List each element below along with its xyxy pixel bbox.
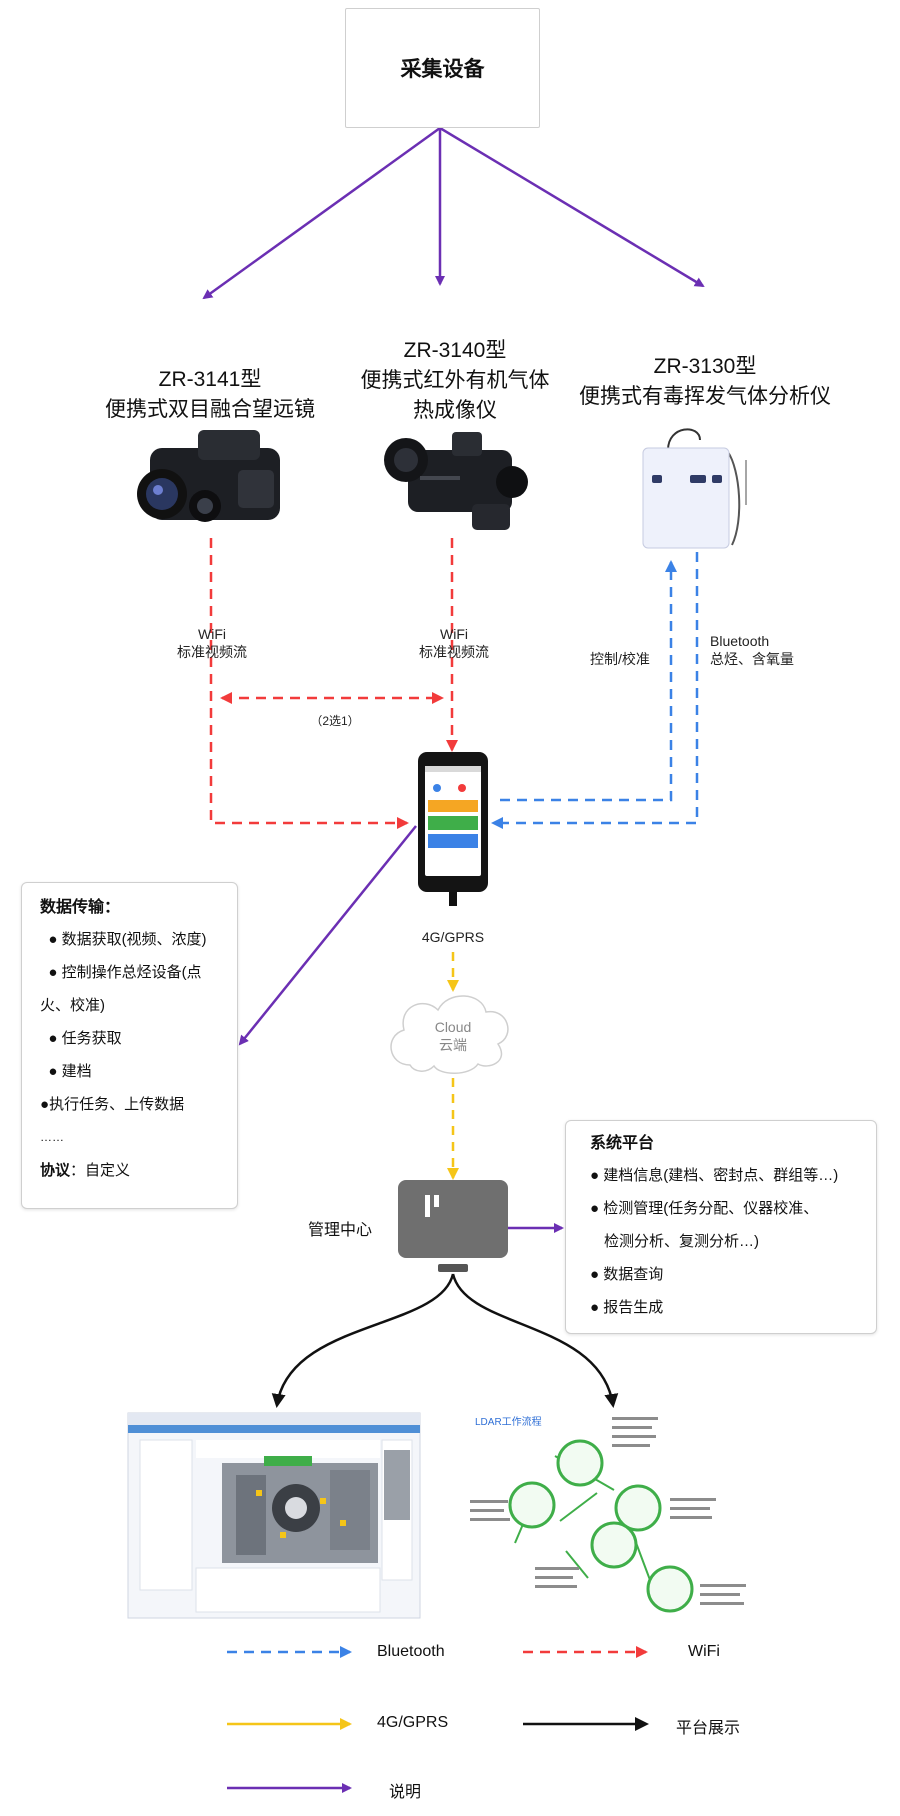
control-label: 控制/校准: [590, 651, 650, 667]
device-model-thermal: ZR-3140型: [403, 339, 507, 362]
wifi-links: [209, 538, 458, 829]
legend-note-label: 说明: [389, 1784, 422, 1801]
platform-title: 系统平台: [590, 1135, 655, 1152]
device-name-thermal-line2: 热成像仪: [413, 399, 497, 422]
platform-item-1: ● 建档信息(建档、密封点、群组等…): [590, 1167, 839, 1184]
ldar-workflow-diagram: [470, 1417, 746, 1613]
workflow-title: LDAR工作流程: [475, 1417, 542, 1428]
device-model-analyzer: ZR-3130型: [653, 355, 757, 378]
data-item-1: ● 数据获取(视频、浓度): [40, 931, 207, 948]
platform-screenshot: [127, 1412, 421, 1619]
data-item-2-cont: 火、校准): [40, 997, 105, 1014]
cloud-label-line1: Cloud: [434, 1019, 472, 1035]
platform-item-2: ● 检测管理(任务分配、仪器校准、: [590, 1200, 819, 1217]
network-label: 4G/GPRS: [421, 929, 485, 945]
thermal-imager-icon: [384, 432, 528, 530]
choose-one-label: （2选1）: [310, 714, 360, 728]
device-model-binocular: ZR-3141型: [158, 368, 262, 391]
binocular-device-icon: [137, 430, 280, 522]
center-label: 管理中心: [308, 1222, 373, 1239]
data-protocol: 协议：自定义: [40, 1162, 131, 1179]
device-name-binocular: 便携式双目融合望远镜: [105, 398, 315, 421]
system-platform-box: 系统平台 ● 建档信息(建档、密封点、群组等…) ● 检测管理(任务分配、仪器校…: [565, 1120, 877, 1334]
device-title-analyzer: ZR-3130型 便携式有毒挥发气体分析仪: [555, 352, 855, 412]
cloud-label-line2: 云端: [439, 1037, 467, 1053]
platform-item-2-cont: 检测分析、复测分析…): [604, 1233, 759, 1250]
monitor-icon: [398, 1180, 508, 1272]
device-name-thermal-line1: 便携式红外有机气体: [360, 369, 550, 392]
device-name-analyzer: 便携式有毒挥发气体分析仪: [579, 385, 831, 408]
data-item-2: ● 控制操作总烃设备(点: [40, 964, 202, 981]
wifi-right-line2: 标准视频流: [419, 644, 489, 660]
source-arrows: [202, 126, 705, 300]
source-box: 采集设备: [345, 8, 540, 128]
mobile-terminal: [418, 752, 488, 906]
wifi-left-line1: WiFi: [198, 626, 226, 642]
data-item-4: ● 建档: [40, 1063, 92, 1080]
platform-item-3: ● 数据查询: [590, 1266, 664, 1283]
legend-platform-label: 平台展示: [676, 1720, 741, 1737]
data-item-3: ● 任务获取: [40, 1030, 122, 1047]
data-transfer-box: 数据传输： ● 数据获取(视频、浓度) ● 控制操作总烃设备(点 火、校准) ●…: [21, 882, 238, 1209]
phone-note-arrow: [238, 825, 417, 1046]
wifi-label-right: WiFi 标准视频流: [394, 625, 514, 661]
wifi-right-line1: WiFi: [440, 626, 468, 642]
bluetooth-label: Bluetooth 总烃、含氧量: [710, 632, 820, 668]
data-item-5: ●执行任务、上传数据: [40, 1096, 185, 1113]
display-links: [271, 1273, 619, 1408]
device-title-binocular: ZR-3141型 便携式双目融合望远镜: [60, 365, 360, 425]
data-box-title: 数据传输：: [40, 899, 121, 916]
wifi-left-line2: 标准视频流: [177, 644, 247, 660]
bluetooth-label-line1: Bluetooth: [710, 633, 770, 649]
legend-4g-label: 4G/GPRS: [377, 1714, 449, 1731]
cloud-label: Cloud 云端: [413, 1018, 493, 1054]
cloud-icon: [390, 995, 509, 1074]
platform-item-4: ● 报告生成: [590, 1299, 664, 1316]
bluetooth-label-line2: 总烃、含氧量: [710, 651, 794, 667]
legend-bluetooth-label: Bluetooth: [377, 1643, 445, 1660]
legend-wifi-label: WiFi: [688, 1643, 720, 1660]
wifi-label-left: WiFi 标准视频流: [152, 625, 272, 661]
device-title-thermal: ZR-3140型 便携式红外有机气体 热成像仪: [310, 336, 600, 426]
source-title: 采集设备: [400, 58, 485, 81]
gas-analyzer-icon: [642, 428, 747, 549]
bluetooth-links: [491, 552, 699, 829]
data-ellipsis: ……: [40, 1130, 64, 1144]
legend-arrows: [227, 1646, 649, 1793]
